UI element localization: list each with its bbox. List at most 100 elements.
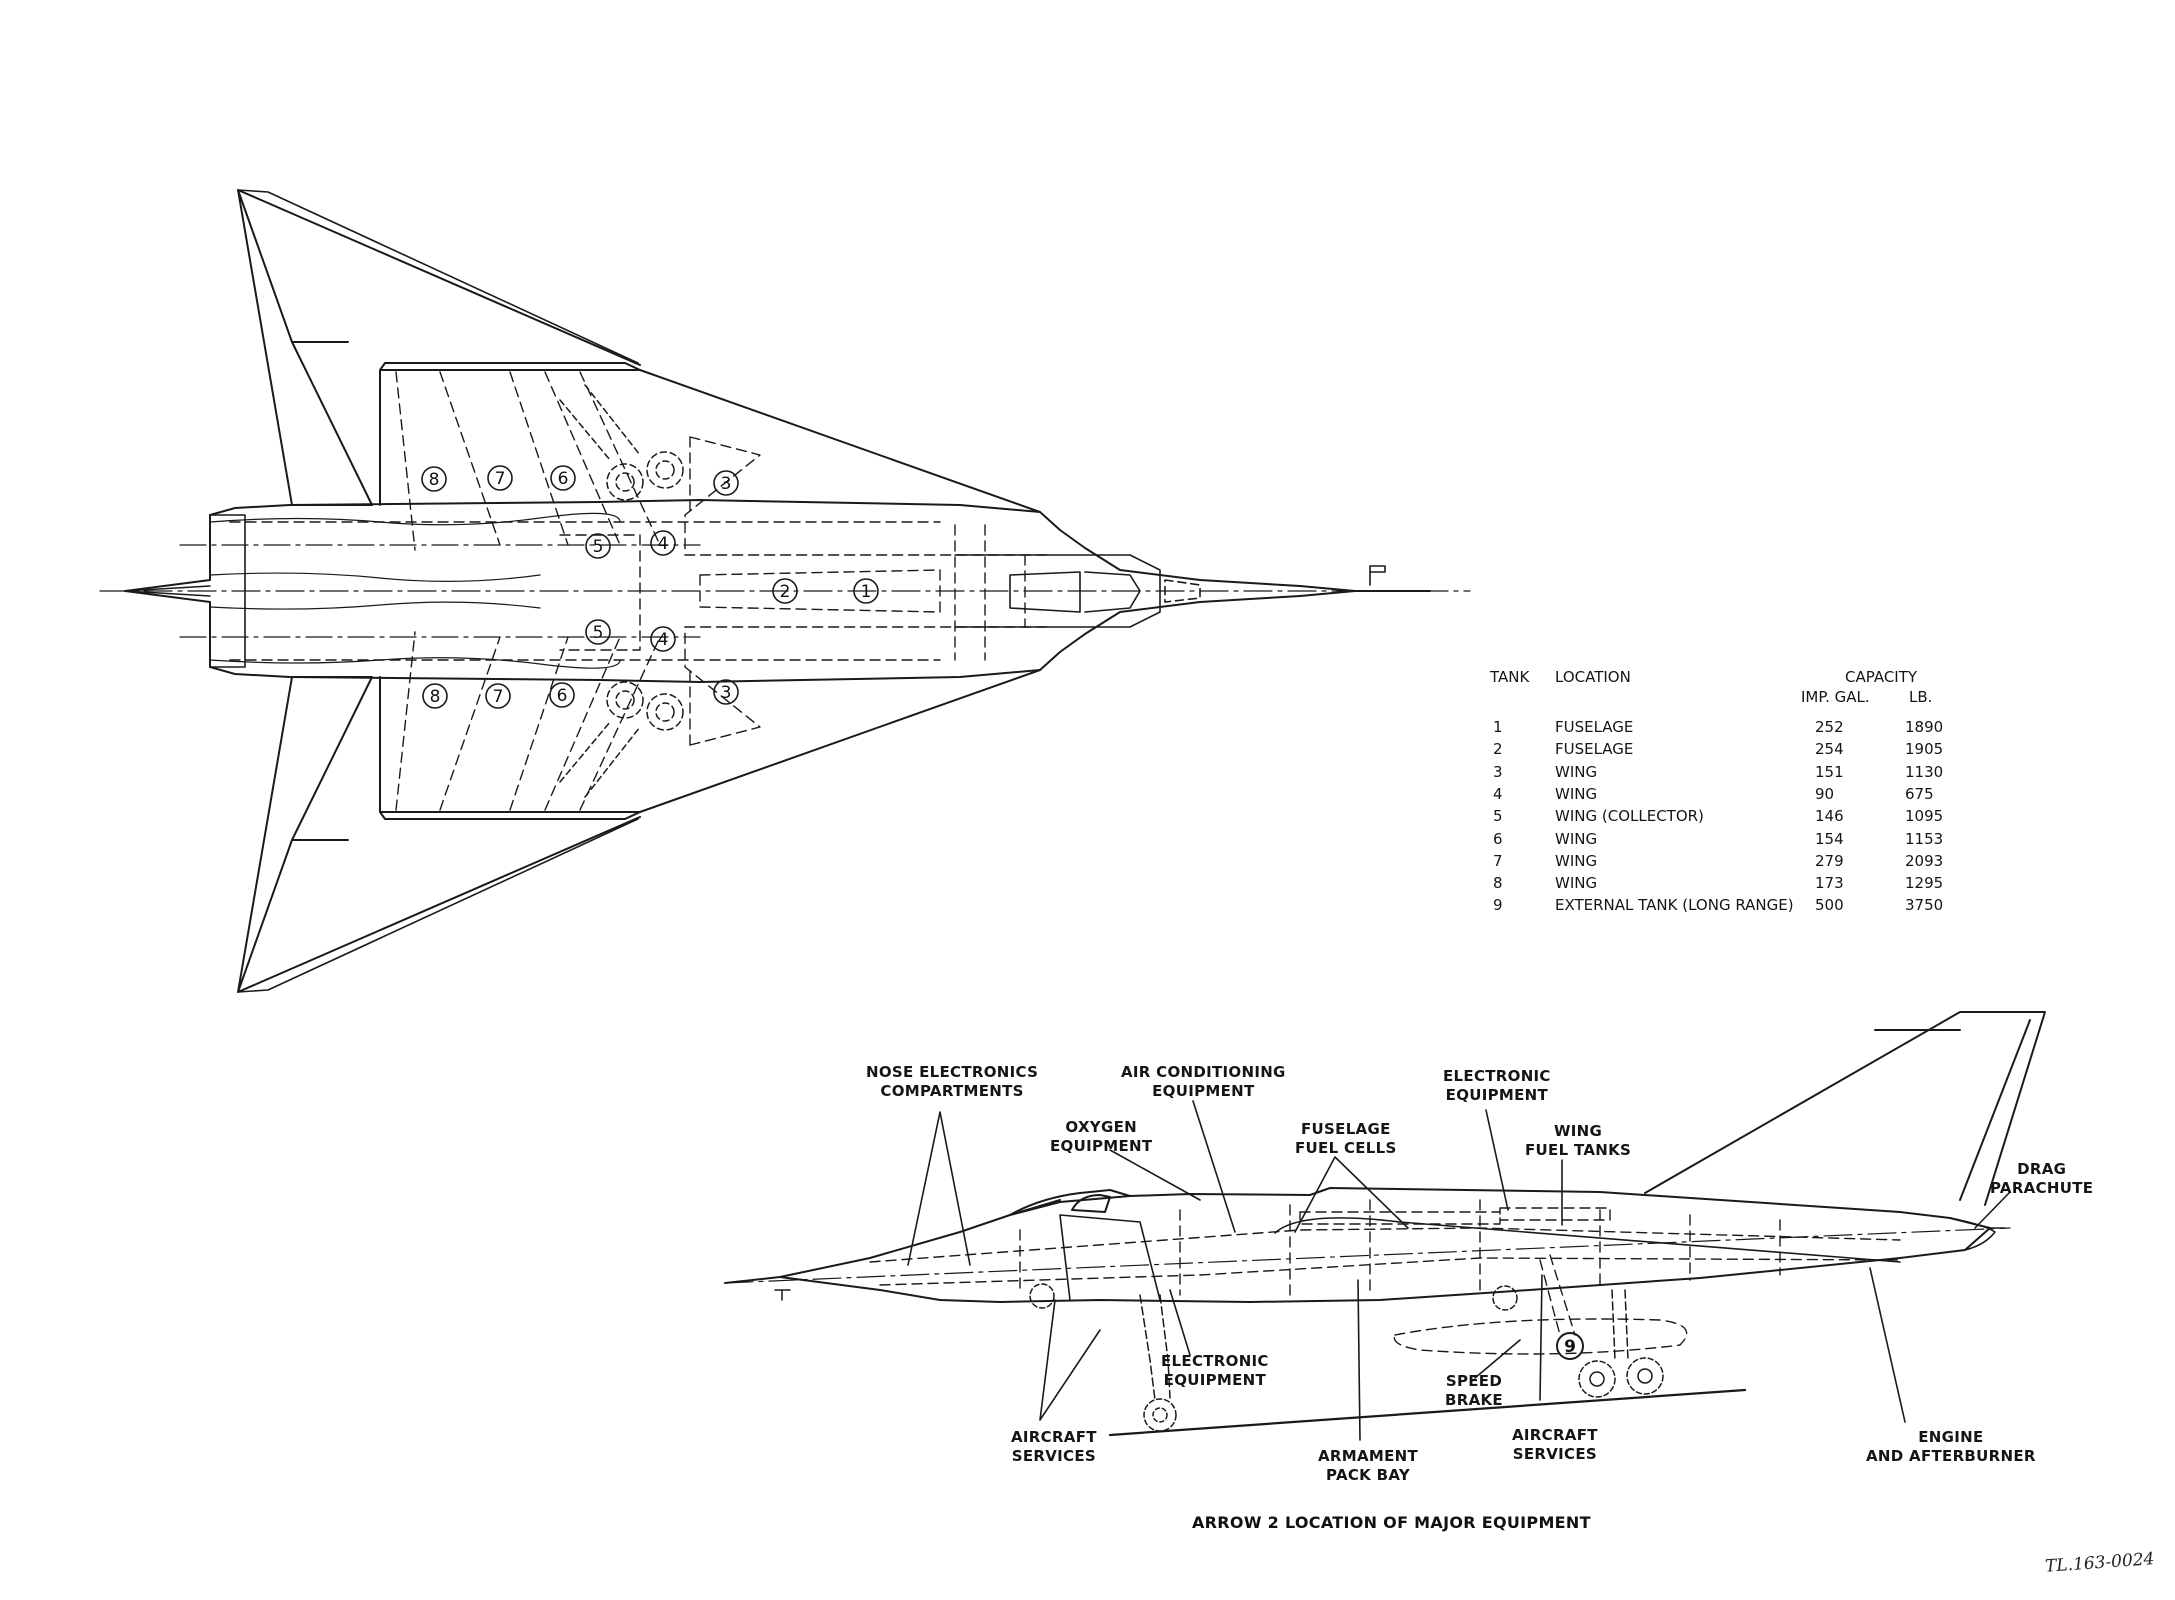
tank-label-8-lower: 8 [430, 687, 441, 707]
tank-marker-4-upper [650, 530, 676, 556]
external-tank [1393, 1318, 1688, 1355]
label-nose-electronics: NOSE ELECTRONICS COMPARTMENTS [866, 1063, 1039, 1100]
leader-drag-parachute [1974, 1191, 2011, 1229]
tank-marker-7-lower [485, 683, 511, 709]
plan-main-gear [559, 384, 684, 798]
header-lb: LB. [1909, 688, 1933, 706]
side-main-gear [1492, 1285, 1664, 1398]
drawing-title: ARROW 2 LOCATION OF MAJOR EQUIPMENT [1192, 1513, 1591, 1532]
tank-marker-8-upper [421, 466, 447, 492]
tail-cone [1949, 1217, 1996, 1251]
plan-tailplane-lower [237, 676, 641, 993]
header-capacity: CAPACITY [1845, 668, 1918, 686]
tank-marker-9 [1556, 1332, 1584, 1360]
tank-cell-imp-gal: 173 [1815, 874, 1844, 893]
plan-cockpit [954, 554, 1201, 628]
tank-label-7-upper: 7 [495, 469, 506, 489]
tank-label-3-lower: 3 [721, 683, 732, 703]
tank-cell-lb: 1095 [1905, 807, 1944, 826]
plan-view [99, 189, 1471, 993]
leader-aircraft-services-rear [1539, 1274, 1543, 1401]
tank-cell-lb: 1905 [1905, 740, 1944, 759]
tank-cell-imp-gal: 252 [1815, 718, 1844, 736]
tank-cell-location: FUSELAGE [1555, 718, 1634, 736]
label-drag-parachute: DRAG PARACHUTE [1990, 1160, 2094, 1197]
tank-cell-tank: 9 [1493, 896, 1503, 915]
label-air-conditioning: AIR CONDITIONING EQUIPMENT [1121, 1063, 1286, 1100]
tank-cell-tank: 3 [1493, 762, 1503, 781]
tank-cell-tank: 8 [1493, 874, 1503, 893]
tank-cell-location: WING [1555, 829, 1598, 848]
leader-engine [1869, 1267, 1906, 1423]
tank-cell-tank: 4 [1493, 784, 1503, 803]
side-pitot-probe [724, 1276, 781, 1284]
tank-cell-lb: 1295 [1905, 874, 1944, 893]
tank-cell-imp-gal: 500 [1815, 896, 1844, 915]
plan-exhaust-lines [179, 512, 701, 669]
plan-tank-labels: 1 2 3 3 4 4 5 5 6 6 7 7 8 8 9 [429, 469, 1576, 1357]
tank-cell-location: WING (COLLECTOR) [1555, 807, 1704, 826]
tank-marker-3-lower [713, 679, 739, 705]
tank-label-5-lower: 5 [593, 623, 604, 643]
tank-cell-tank: 6 [1493, 829, 1503, 848]
ground-line [1108, 1388, 1747, 1437]
tank-label-6-lower: 6 [557, 686, 568, 706]
side-internal-structure [869, 1199, 1901, 1355]
tank-cell-lb: 1153 [1905, 829, 1944, 848]
tank-label-3-upper: 3 [721, 474, 732, 494]
tank-cell-imp-gal: 279 [1815, 851, 1844, 870]
tank-label-9: 9 [1564, 1337, 1576, 1357]
tank-label-8-upper: 8 [429, 470, 440, 490]
tank-cell-lb: 1130 [1905, 762, 1944, 781]
probe-vane [1369, 565, 1386, 586]
plan-wing-lower [379, 669, 1041, 820]
tank-cell-tank: 7 [1493, 851, 1503, 870]
label-oxygen-equipment: OXYGEN EQUIPMENT [1050, 1118, 1153, 1155]
side-centerline [724, 1227, 2011, 1284]
tank-label-2: 2 [780, 582, 791, 602]
leader-nose-electronics [907, 1111, 971, 1266]
header-location: LOCATION [1555, 668, 1631, 686]
tank-cell-location: WING [1555, 851, 1598, 870]
tank-marker-8-lower [422, 683, 448, 709]
tank-marker-6-lower [549, 682, 575, 708]
label-electronic-equipment-lower: ELECTRONIC EQUIPMENT [1161, 1352, 1269, 1389]
tank-cell-lb: 2093 [1905, 851, 1944, 870]
tank-cell-imp-gal: 151 [1815, 762, 1844, 781]
leader-aircraft-services-front [1039, 1299, 1101, 1421]
tank-cell-location: WING [1555, 874, 1598, 893]
tank-label-1: 1 [861, 582, 872, 602]
nacelle-exhaust [209, 514, 246, 668]
tank-cell-imp-gal: 90 [1815, 784, 1835, 803]
leader-electronic-lower [1169, 1289, 1191, 1356]
label-wing-fuel-tanks: WING FUEL TANKS [1525, 1122, 1632, 1159]
side-wing-root [1274, 1217, 1901, 1263]
tank-cell-imp-gal: 254 [1815, 740, 1844, 759]
tank-marker-6-upper [550, 465, 576, 491]
tank-cell-lb: 675 [1905, 784, 1934, 803]
plan-tank-boundaries [229, 371, 1051, 811]
plan-tailplane-upper [237, 189, 641, 506]
header-tank: TANK [1490, 668, 1530, 686]
tank-marker-7-upper [487, 465, 513, 491]
label-speed-brake: SPEED BRAKE [1445, 1372, 1503, 1409]
tank-label-4-lower: 4 [658, 630, 669, 650]
side-vertical-fin [1644, 1011, 2046, 1206]
side-intake [1059, 1214, 1161, 1301]
tank-cell-tank: 2 [1493, 740, 1503, 759]
header-imp-gal: IMP. GAL. [1801, 688, 1870, 706]
tank-label-4-upper: 4 [658, 534, 669, 554]
callout-leaders [907, 1100, 2011, 1441]
leader-oxygen [1109, 1149, 1201, 1201]
leader-armament [1357, 1279, 1361, 1441]
tank-cell-imp-gal: 146 [1815, 807, 1844, 826]
tank-cell-lb: 3750 [1905, 896, 1944, 915]
tank-marker-5-lower [585, 619, 611, 645]
tank-cell-location: WING [1555, 784, 1598, 803]
label-electronic-equipment-upper: ELECTRONIC EQUIPMENT [1443, 1067, 1551, 1104]
leader-speed-brake [1474, 1339, 1521, 1379]
tank-label-6-upper: 6 [558, 469, 569, 489]
tank-cell-lb: 1890 [1905, 718, 1944, 736]
plan-wing-upper [379, 362, 1041, 513]
